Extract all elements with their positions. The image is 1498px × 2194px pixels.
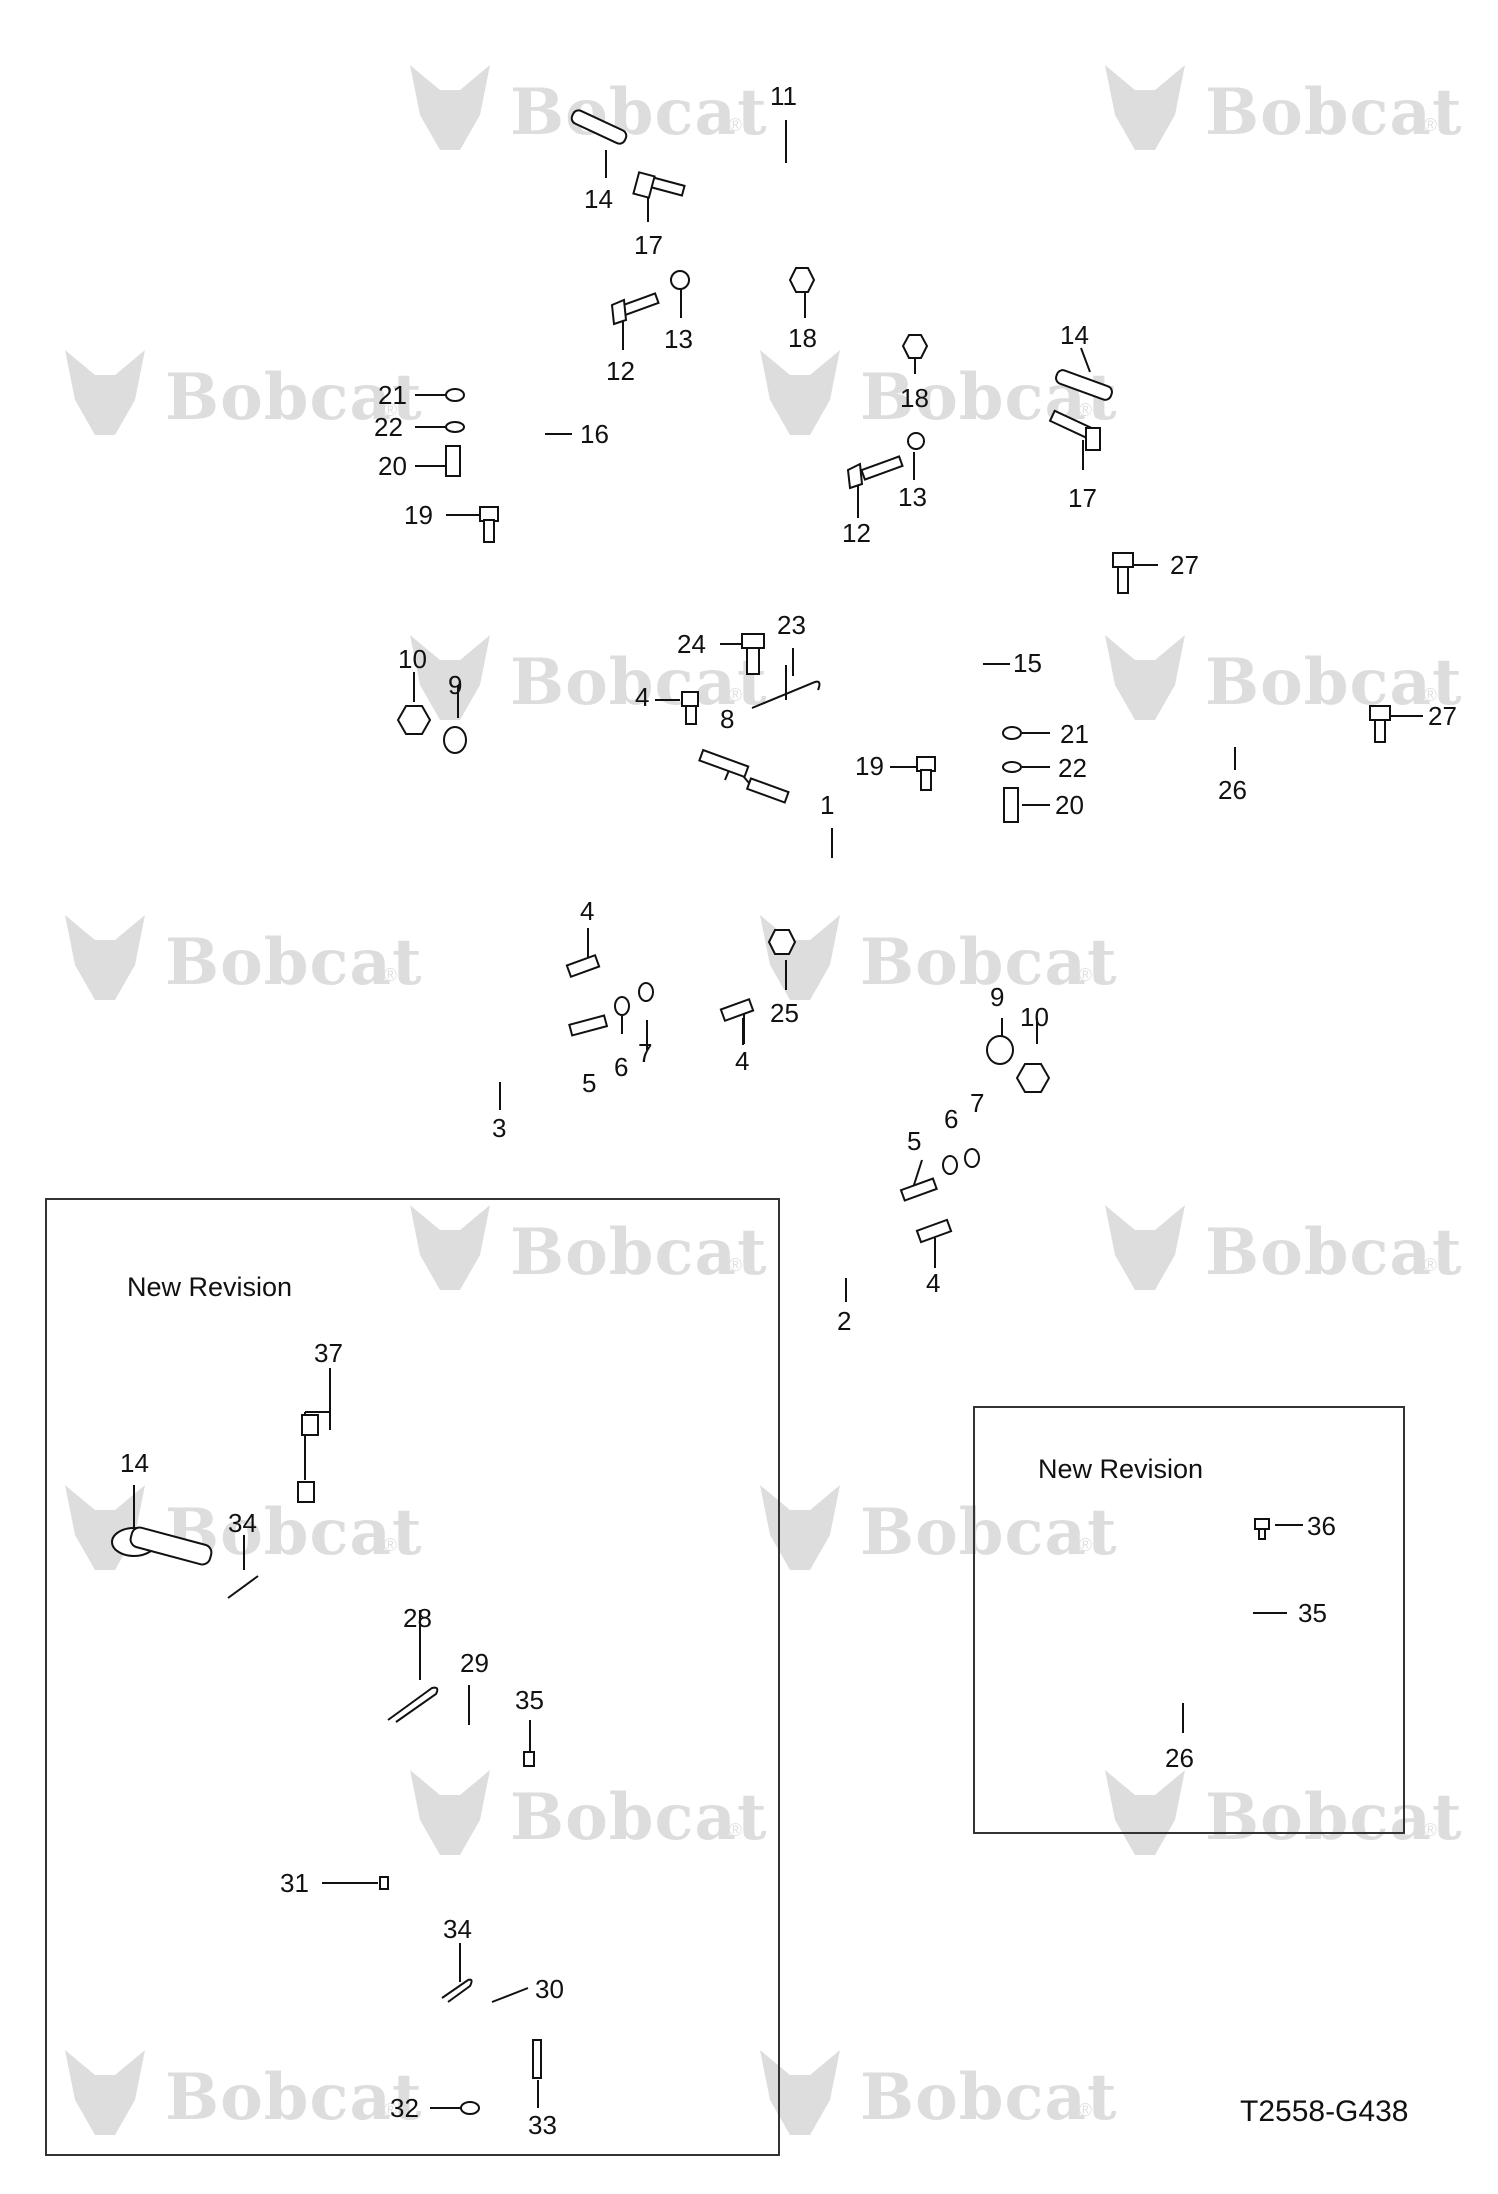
callout-33: 33 xyxy=(528,2110,557,2140)
callout-12: 12 xyxy=(842,518,871,548)
callout-17: 17 xyxy=(1068,483,1097,513)
callout-36: 36 xyxy=(1307,1511,1336,1541)
callout-32: 32 xyxy=(390,2093,419,2123)
callout-35: 35 xyxy=(515,1685,544,1715)
callout-19: 19 xyxy=(855,751,884,781)
callout-4: 4 xyxy=(635,682,650,712)
callout-1: 1 xyxy=(820,790,835,820)
callout-11: 11 xyxy=(770,81,797,111)
callout-22: 22 xyxy=(374,412,403,442)
callout-30: 30 xyxy=(535,1974,564,2004)
callout-19: 19 xyxy=(404,500,433,530)
callout-2: 2 xyxy=(837,1306,852,1336)
callout-20: 20 xyxy=(378,451,407,481)
callout-14: 14 xyxy=(584,184,613,214)
callout-15: 15 xyxy=(1013,648,1042,678)
callout-26: 26 xyxy=(1165,1743,1194,1773)
callout-5: 5 xyxy=(582,1068,597,1098)
callout-4: 4 xyxy=(580,896,595,926)
figure-code: T2558-G438 xyxy=(1240,2095,1409,2128)
callout-6: 6 xyxy=(614,1052,629,1082)
callout-5: 5 xyxy=(907,1126,922,1156)
callout-6: 6 xyxy=(944,1104,959,1134)
callout-20: 20 xyxy=(1055,790,1084,820)
callout-31: 31 xyxy=(280,1868,309,1898)
callout-18: 18 xyxy=(788,323,817,353)
callout-3: 3 xyxy=(492,1113,507,1143)
callout-21: 21 xyxy=(378,380,407,410)
callout-21: 21 xyxy=(1060,719,1089,749)
callout-18: 18 xyxy=(900,383,929,413)
inset-title: New Revision xyxy=(1038,1454,1204,1484)
callout-28: 28 xyxy=(403,1603,432,1633)
callout-13: 13 xyxy=(898,482,927,512)
callout-26: 26 xyxy=(1218,775,1247,805)
callout-14: 14 xyxy=(1060,320,1089,350)
callout-22: 22 xyxy=(1058,753,1087,783)
new-revision-inset-right: New Revision xyxy=(973,1406,1405,1834)
callout-12: 12 xyxy=(606,356,635,386)
callout-34: 34 xyxy=(228,1508,257,1538)
callout-13: 13 xyxy=(664,324,693,354)
callout-37: 37 xyxy=(314,1338,343,1368)
new-revision-inset-left: New Revision xyxy=(45,1198,780,2156)
callout-29: 29 xyxy=(460,1648,489,1678)
callout-4: 4 xyxy=(926,1268,941,1298)
callout-9: 9 xyxy=(990,982,1005,1012)
callout-7: 7 xyxy=(638,1038,653,1068)
callout-14: 14 xyxy=(120,1448,149,1478)
callout-27: 27 xyxy=(1170,550,1199,580)
callout-7: 7 xyxy=(970,1088,985,1118)
callout-25: 25 xyxy=(770,998,799,1028)
callout-10: 10 xyxy=(1020,1002,1049,1032)
callout-27: 27 xyxy=(1428,701,1457,731)
callout-8: 8 xyxy=(720,704,735,734)
callout-16: 16 xyxy=(580,419,609,449)
callout-17: 17 xyxy=(634,230,663,260)
callout-23: 23 xyxy=(777,610,806,640)
callout-9: 9 xyxy=(448,670,463,700)
inset-title: New Revision xyxy=(127,1272,293,1302)
callout-35: 35 xyxy=(1298,1598,1327,1628)
callout-34: 34 xyxy=(443,1914,472,1944)
callout-10: 10 xyxy=(398,644,427,674)
callout-24: 24 xyxy=(677,629,706,659)
callout-4: 4 xyxy=(735,1046,750,1076)
